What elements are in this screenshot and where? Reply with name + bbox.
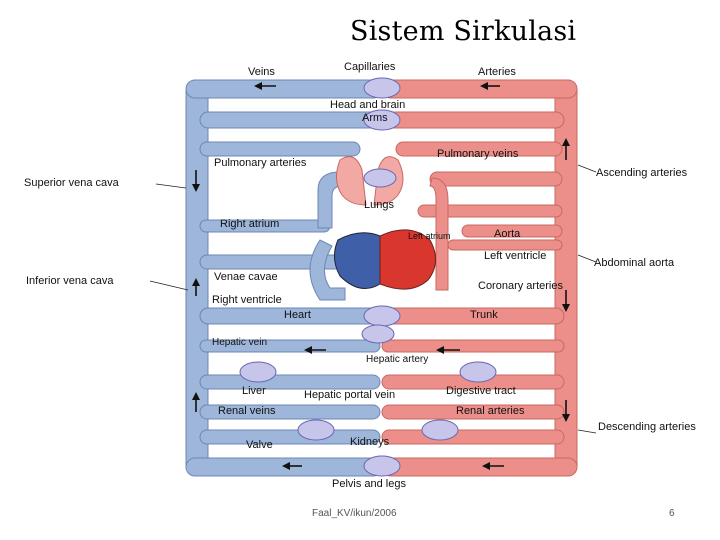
label-pelvis-and-legs: Pelvis and legs bbox=[332, 478, 406, 490]
label-trunk: Trunk bbox=[470, 309, 498, 321]
label-renal-arteries: Renal arteries bbox=[456, 405, 525, 417]
venous-network bbox=[185, 79, 383, 477]
label-lungs: Lungs bbox=[364, 199, 394, 211]
label-capillaries: Capillaries bbox=[344, 61, 396, 73]
label-hepatic-portal-vein: Hepatic portal vein bbox=[304, 389, 395, 401]
label-arteries: Arteries bbox=[478, 66, 516, 78]
label-coronary-arteries: Coronary arteries bbox=[478, 280, 563, 292]
label-renal-veins: Renal veins bbox=[218, 405, 276, 417]
diagram-labels: Veins Capillaries Arteries Head and brai… bbox=[24, 61, 696, 490]
label-heart: Heart bbox=[284, 309, 311, 321]
heart bbox=[334, 229, 436, 290]
label-venae-cavae: Venae cavae bbox=[214, 271, 278, 283]
label-right-atrium: Right atrium bbox=[220, 218, 279, 230]
slide-title: Sistem Sirkulasi bbox=[350, 16, 577, 47]
leader-lines bbox=[149, 164, 597, 434]
label-right-ventricle: Right ventricle bbox=[212, 294, 282, 306]
slide-footer: Faal_KV/ikun/2006 bbox=[312, 508, 397, 519]
label-ascending-arteries: Ascending arteries bbox=[596, 167, 688, 179]
label-superior-vena-cava: Superior vena cava bbox=[24, 177, 120, 189]
label-head-and-brain: Head and brain bbox=[330, 99, 405, 111]
label-descending-arteries: Descending arteries bbox=[598, 421, 696, 433]
label-left-atrium: Left atrium bbox=[408, 231, 451, 241]
label-pulmonary-arteries: Pulmonary arteries bbox=[214, 157, 307, 169]
label-veins: Veins bbox=[248, 66, 275, 78]
label-hepatic-vein: Hepatic vein bbox=[212, 337, 267, 348]
label-kidneys: Kidneys bbox=[350, 436, 390, 448]
label-pulmonary-veins: Pulmonary veins bbox=[437, 148, 519, 160]
capillary-beds bbox=[239, 77, 497, 477]
flow-arrows bbox=[192, 82, 570, 470]
label-arms: Arms bbox=[362, 112, 388, 124]
label-hepatic-artery: Hepatic artery bbox=[366, 354, 428, 365]
label-aorta: Aorta bbox=[494, 228, 521, 240]
label-left-ventricle: Left ventricle bbox=[484, 250, 546, 262]
label-digestive-tract: Digestive tract bbox=[446, 385, 516, 397]
label-liver: Liver bbox=[242, 385, 266, 397]
label-inferior-vena-cava: Inferior vena cava bbox=[26, 275, 114, 287]
page-number: 6 bbox=[669, 508, 675, 519]
label-abdominal-aorta: Abdominal aorta bbox=[594, 257, 675, 269]
label-valve: Valve bbox=[246, 439, 273, 451]
